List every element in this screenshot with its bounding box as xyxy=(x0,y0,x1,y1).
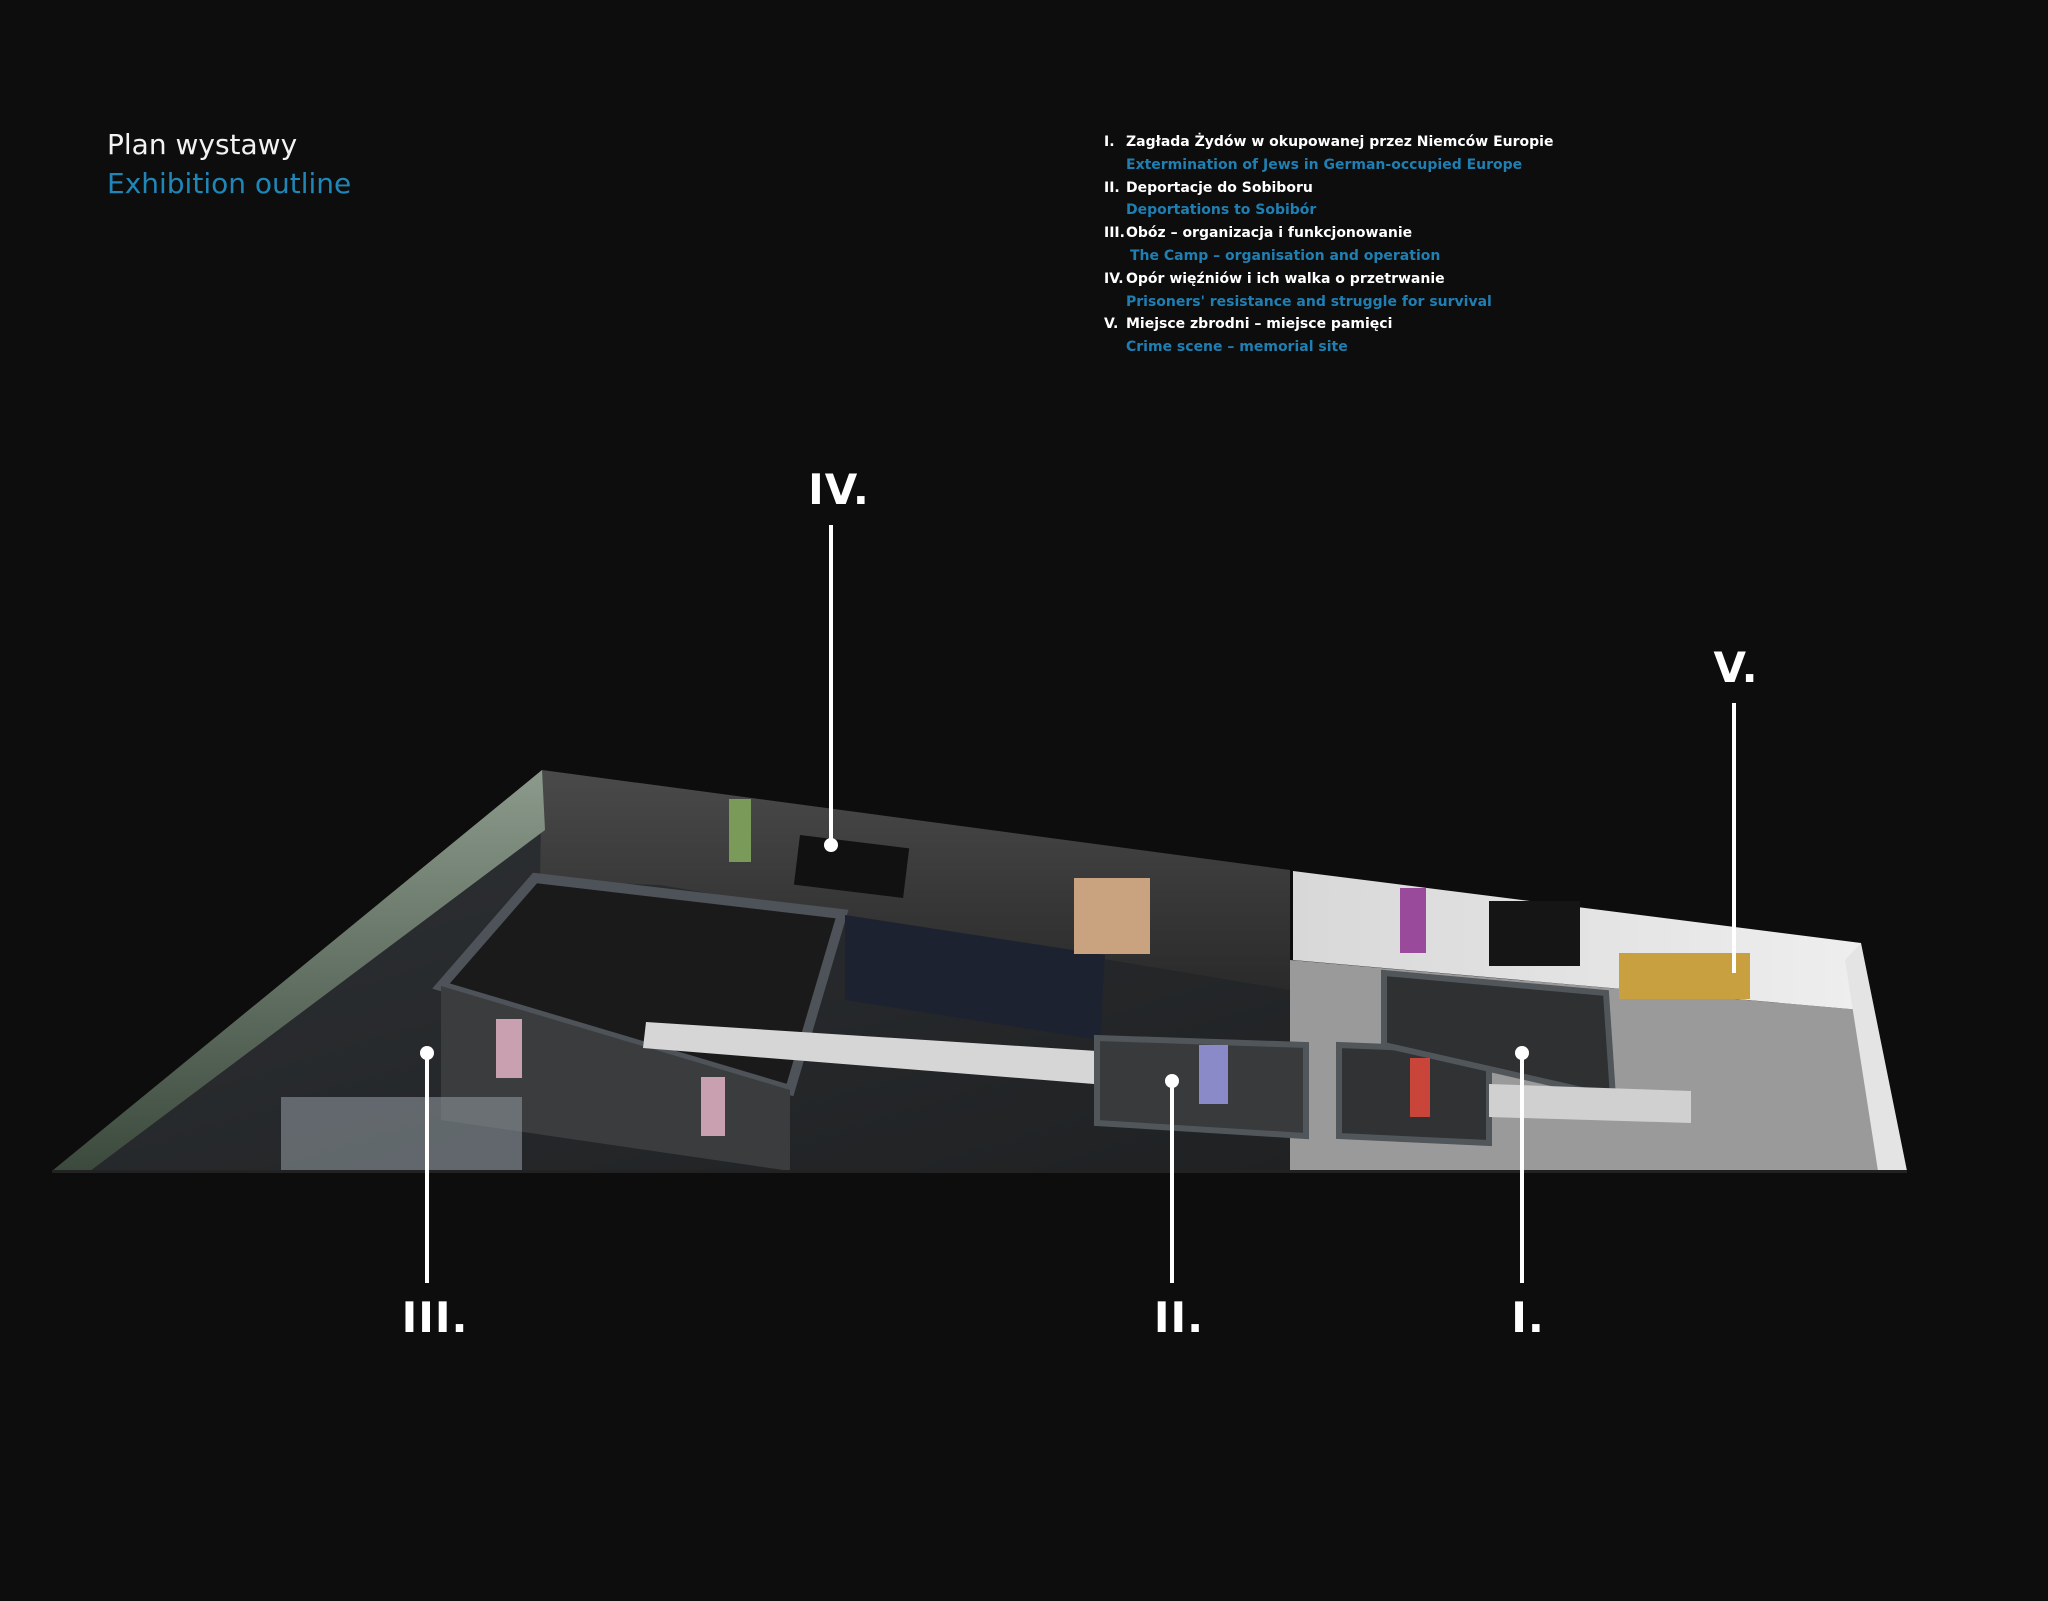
legend-english: Deportations to Sobibór xyxy=(1126,202,1317,219)
display-case-long xyxy=(643,1022,1097,1084)
title-polish: Plan wystawy xyxy=(107,128,298,161)
panel-green xyxy=(729,799,751,862)
marker-dot-ii xyxy=(1165,1074,1179,1088)
legend-english: Crime scene – memorial site xyxy=(1126,339,1348,356)
marker-dots xyxy=(420,838,1529,1088)
legend-number: V. xyxy=(1104,316,1119,333)
legend-number: IV. xyxy=(1104,270,1124,287)
panel-photos-figures xyxy=(1074,878,1150,954)
legend-polish: Zagłada Żydów w okupowanej przez Niemców… xyxy=(1126,134,1554,150)
legend-number: III. xyxy=(1104,225,1125,242)
legend-item: III.Obóz – organizacja i funkcjonowanie xyxy=(1104,222,1553,245)
legend-polish: Miejsce zbrodni – miejsce pamięci xyxy=(1126,316,1393,333)
marker-label-ii: II. xyxy=(1153,1293,1205,1342)
floor-model xyxy=(52,770,1907,1173)
floor-baseline xyxy=(52,1170,1907,1173)
legend-polish: Obóz – organizacja i funkcjonowanie xyxy=(1126,225,1413,242)
marker-label-iv: IV. xyxy=(808,465,870,514)
panel-map xyxy=(1489,901,1580,966)
legend-number: II. xyxy=(1104,179,1120,196)
marker-dot-i xyxy=(1515,1046,1529,1060)
panel-red xyxy=(1410,1058,1430,1117)
legend-number: I. xyxy=(1104,134,1115,150)
panel-pink xyxy=(496,1019,522,1078)
legend-polish: Deportacje do Sobiboru xyxy=(1126,179,1313,196)
panel-pink-2 xyxy=(701,1077,725,1136)
marker-dot-iv xyxy=(824,838,838,852)
panel-colorful-strip xyxy=(1619,953,1750,999)
exhibition-legend: I. Zagłada Żydów w okupowanej przez Niemc… xyxy=(1104,131,1553,359)
marker-label-iii: III. xyxy=(401,1293,469,1342)
legend-item: II. Deportacje do Sobiboru xyxy=(1104,177,1553,200)
white-room-side-wall xyxy=(1845,943,1907,1171)
display-case-right xyxy=(1489,1084,1691,1123)
marker-label-v: V. xyxy=(1713,643,1759,692)
marker-dot-iii xyxy=(420,1046,434,1060)
panel-photo-iv xyxy=(793,835,910,899)
legend-item: IV.Opór więźniów i ich walka o przetrwan… xyxy=(1104,268,1553,291)
panel-purple xyxy=(1400,888,1426,953)
panel-lavender xyxy=(1199,1045,1228,1104)
legend-english: The Camp – organisation and operation xyxy=(1130,247,1441,264)
legend-english: Extermination of Jews in German-occupied… xyxy=(1126,156,1523,173)
glass-wall xyxy=(52,770,545,1171)
map-tiles xyxy=(281,1097,522,1171)
legend-english: Prisoners' resistance and struggle for s… xyxy=(1126,293,1492,310)
title-english: Exhibition outline xyxy=(107,167,352,200)
legend-item: I. Zagłada Żydów w okupowanej przez Niemc… xyxy=(1104,131,1553,154)
legend-item: V. Miejsce zbrodni – miejsce pamięci xyxy=(1104,313,1553,336)
marker-lines xyxy=(425,525,1736,1283)
legend-polish: Opór więźniów i ich walka o przetrwanie xyxy=(1126,270,1445,287)
marker-label-i: I. xyxy=(1511,1293,1545,1342)
dark-screen-room xyxy=(845,915,1105,1040)
